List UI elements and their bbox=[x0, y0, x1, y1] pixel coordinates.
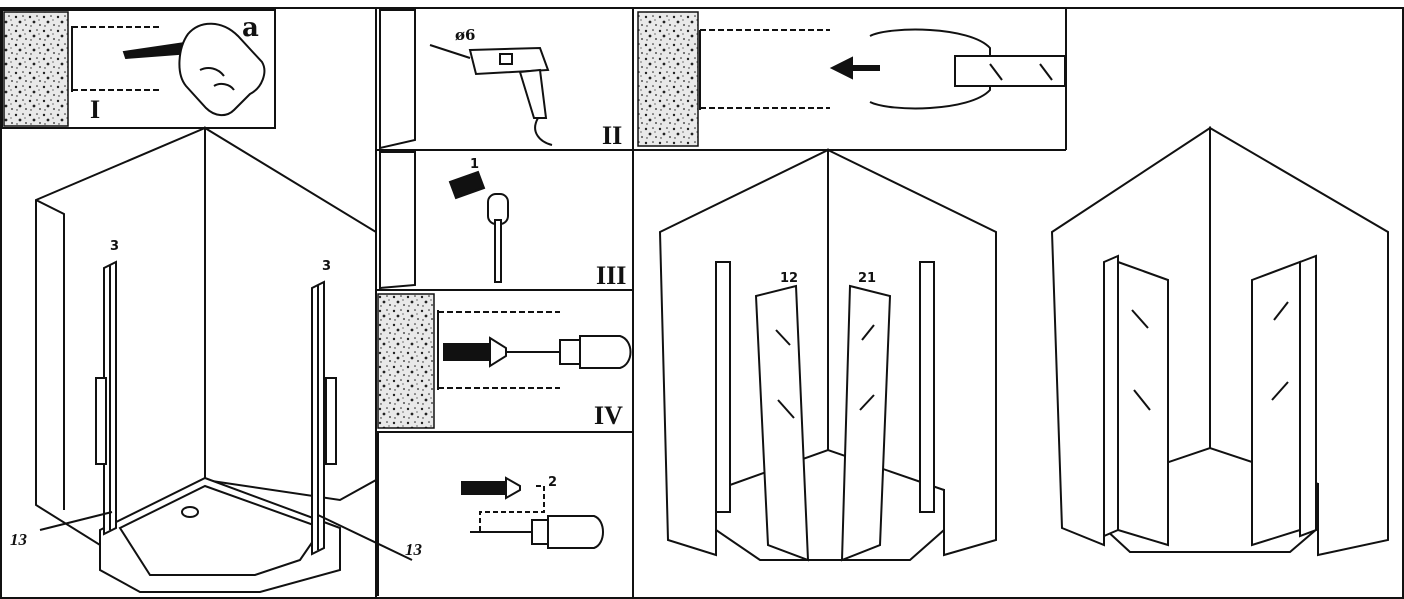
wall-profile-left bbox=[95, 260, 117, 536]
step-number: II bbox=[602, 121, 622, 150]
panel-drilling bbox=[379, 9, 553, 150]
step-number: IV bbox=[594, 401, 623, 430]
wall-section bbox=[3, 11, 69, 127]
door-label-left: 12 bbox=[780, 271, 798, 286]
panel-finished-assembly bbox=[1050, 126, 1389, 557]
arrow-icon bbox=[829, 56, 880, 80]
door-label-right: 21 bbox=[858, 271, 876, 286]
hand-pencil-icon bbox=[122, 22, 266, 116]
gap-label-right: 13 bbox=[405, 540, 423, 559]
drain bbox=[181, 506, 199, 518]
screw-icon bbox=[443, 336, 507, 368]
drill-icon bbox=[429, 44, 553, 146]
panel-doors-assembly bbox=[658, 148, 997, 562]
part-number: 1 bbox=[470, 157, 479, 172]
wall-section bbox=[377, 293, 435, 429]
step-number: III bbox=[596, 261, 626, 290]
panel-wall-plug bbox=[379, 151, 509, 290]
gap-label-left: 13 bbox=[10, 530, 28, 549]
screwdriver-icon bbox=[506, 335, 632, 369]
panel-screw-fix bbox=[377, 293, 632, 429]
wall-profile-right bbox=[311, 280, 337, 556]
wall-plug-icon bbox=[448, 170, 509, 283]
wall-section bbox=[637, 11, 699, 147]
panel-grid bbox=[0, 7, 1404, 599]
right-wall bbox=[204, 126, 377, 502]
part-number: 2 bbox=[548, 475, 557, 490]
panel-screw-detail bbox=[377, 432, 604, 596]
step-number: I bbox=[90, 95, 100, 124]
profile-label-right: 3 bbox=[322, 259, 331, 274]
panel-marking: a I bbox=[3, 11, 266, 127]
panel-install-profiles bbox=[35, 126, 413, 593]
drill-bit-size: ø6 bbox=[455, 26, 475, 44]
left-wall-edge bbox=[35, 199, 65, 510]
panel-profile-slide bbox=[637, 11, 1066, 147]
left-wall bbox=[35, 126, 206, 547]
profile-label-left: 3 bbox=[110, 239, 119, 254]
wall-profile-outline bbox=[71, 26, 160, 92]
step-letter: a bbox=[242, 13, 259, 43]
